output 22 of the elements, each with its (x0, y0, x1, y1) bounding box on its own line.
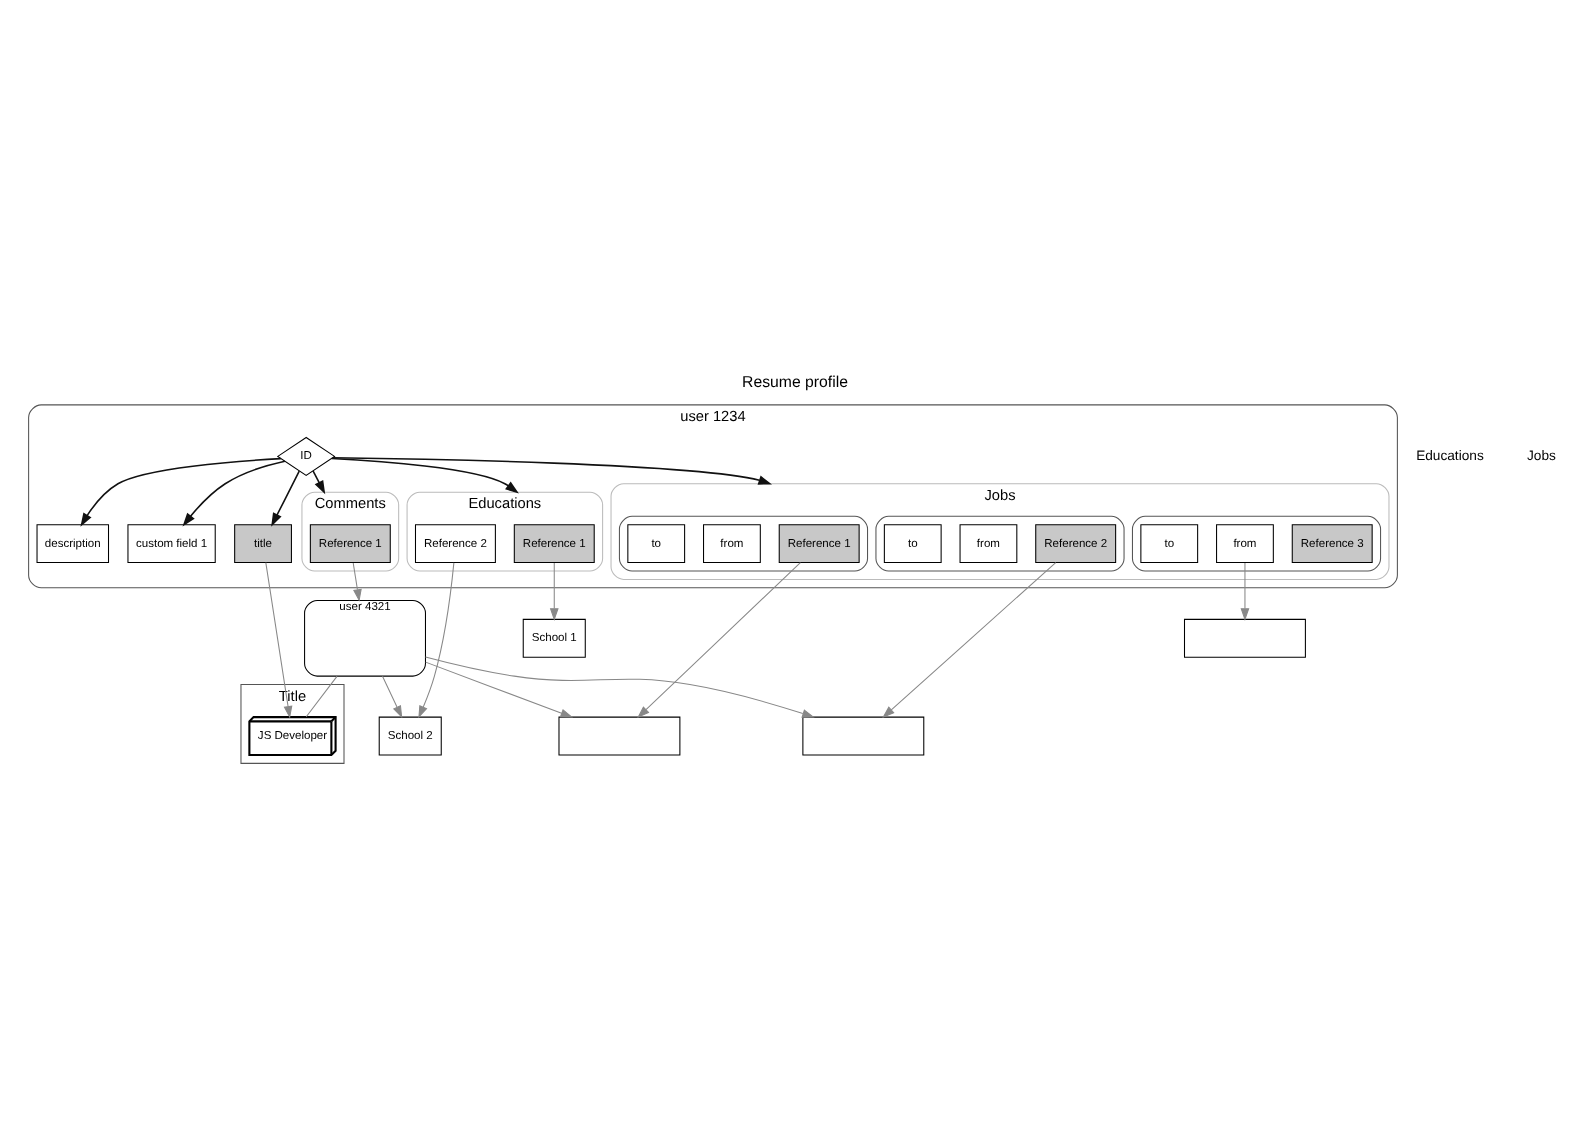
cluster (618, 514, 869, 571)
arrow (330, 456, 519, 493)
arrow (1240, 561, 1250, 620)
cluster (1131, 514, 1382, 571)
arrow (425, 660, 574, 717)
arrow (637, 561, 801, 718)
arrow (418, 561, 455, 718)
node-box (558, 715, 681, 755)
node-box (802, 715, 925, 755)
arrow (331, 455, 773, 484)
arrow (352, 561, 362, 601)
cluster (875, 514, 1125, 571)
arrow (381, 674, 403, 718)
connector (305, 674, 338, 717)
arrow (80, 456, 282, 526)
arrow (425, 655, 815, 717)
arrow (549, 561, 559, 620)
arrow (271, 469, 301, 526)
arrow (182, 459, 286, 526)
arrow (882, 561, 1057, 718)
arrow (265, 561, 293, 718)
node-box (1183, 617, 1306, 657)
